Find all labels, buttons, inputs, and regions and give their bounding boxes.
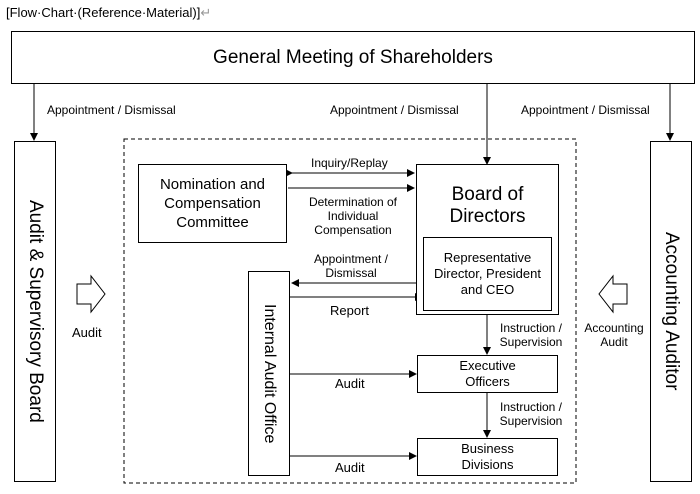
audit-exec-label: Audit: [335, 376, 365, 391]
instruction1-label: Instruction / Supervision: [499, 321, 563, 349]
page-title-text: [Flow·Chart·(Reference·Material)]: [6, 5, 201, 20]
board-title: Board of Directors: [449, 184, 525, 228]
audit-board-label: Audit & Supervisory Board: [25, 200, 46, 423]
report-label: Report: [330, 303, 370, 318]
shareholders-label: General Meeting of Shareholders: [213, 46, 493, 68]
audit-board-box: Audit & Supervisory Board: [14, 141, 56, 482]
audit-left-label: Audit: [72, 325, 102, 340]
nomination-box: Nomination and Compensation Committee: [138, 164, 287, 243]
internal-audit-box: Internal Audit Office: [248, 271, 290, 476]
board-title-line1: Board of: [451, 184, 524, 205]
internal-audit-label: Internal Audit Office: [261, 303, 278, 444]
representative-label: Representative Director, President and C…: [434, 250, 541, 297]
representative-box: Representative Director, President and C…: [423, 237, 552, 311]
audit-block-arrow: [76, 274, 106, 314]
instruction2-label: Instruction / Supervision: [499, 400, 563, 428]
business-label: Business Divisions: [461, 441, 514, 472]
business-box: Business Divisions: [417, 438, 558, 476]
inquiry-label: Inquiry/Replay: [311, 156, 388, 170]
executive-box: Executive Officers: [417, 355, 558, 393]
execution-frame: [123, 138, 577, 484]
board-title-line2: Directors: [449, 206, 526, 227]
return-mark: ↵: [200, 5, 212, 20]
accounting-auditor-label: Accounting Auditor: [661, 232, 682, 391]
accounting-auditor-box: Accounting Auditor: [650, 141, 692, 482]
audit-biz-label: Audit: [335, 460, 365, 475]
executive-label: Executive Officers: [459, 358, 516, 389]
appoint-right-label: Appointment / Dismissal: [521, 103, 650, 117]
accounting-audit-label: Accounting Audit: [584, 321, 644, 349]
accounting-audit-block-arrow: [598, 274, 628, 314]
appoint-left-label: Appointment / Dismissal: [47, 103, 176, 117]
page-title: [Flow·Chart·(Reference·Material)]↵: [6, 6, 211, 20]
appoint-internal-label: Appointment / Dismissal: [313, 252, 389, 280]
determination-label: Determination of Individual Compensation: [308, 195, 398, 237]
appoint-center-label: Appointment / Dismissal: [330, 103, 459, 117]
nomination-label: Nomination and Compensation Committee: [159, 176, 266, 231]
shareholders-box: General Meeting of Shareholders: [11, 31, 695, 84]
